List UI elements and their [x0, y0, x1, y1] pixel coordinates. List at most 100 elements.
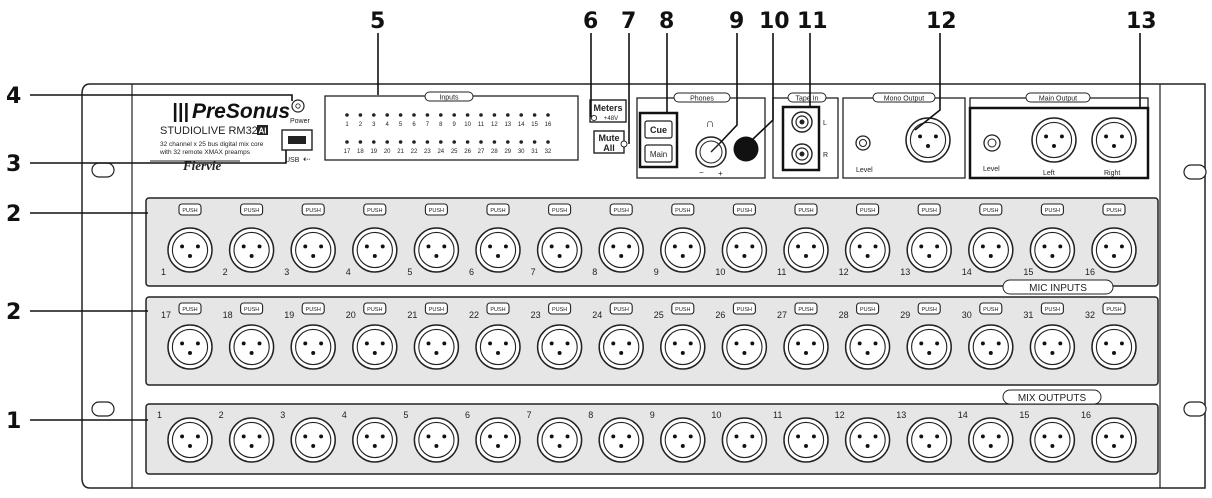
- input-led-number: 16: [545, 122, 552, 128]
- mic-input-xlr-19[interactable]: [290, 324, 336, 370]
- mic-input-xlr-15[interactable]: [1029, 227, 1076, 273]
- mic-input-xlr-4[interactable]: [352, 227, 398, 273]
- mic-input-xlr-26[interactable]: [721, 324, 768, 370]
- mic-input-xlr-9[interactable]: [660, 227, 706, 273]
- mix-output-xlr-2[interactable]: [228, 417, 275, 463]
- mic-input-number: 26: [715, 310, 725, 320]
- presonus-logo: ||| PreSonus: [172, 100, 290, 123]
- input-led-number: 9: [453, 122, 457, 128]
- main-button[interactable]: [644, 144, 673, 163]
- main-output-highlight: [968, 106, 1150, 180]
- mic-input-number: 1: [161, 267, 166, 277]
- mix-output-xlr-7[interactable]: [536, 417, 583, 463]
- mute-all-led: [620, 140, 628, 148]
- main-left-connector[interactable]: [1031, 117, 1077, 163]
- input-led-number: 14: [518, 122, 525, 128]
- mix-output-xlr-5[interactable]: [413, 417, 460, 463]
- main-output-left-xlr[interactable]: [1031, 117, 1077, 163]
- main-right-label: Right: [1104, 170, 1120, 177]
- input-led-number: 32: [545, 149, 552, 155]
- push-tab-label: PUSH: [429, 208, 444, 214]
- mic-input-xlr-13[interactable]: [906, 227, 952, 273]
- tape-in-right-rca[interactable]: [791, 143, 813, 165]
- callout-11: 11: [797, 9, 828, 34]
- mic-input-xlr-3[interactable]: [290, 227, 336, 273]
- push-tab-label: PUSH: [552, 208, 567, 214]
- mix-output-xlr-11[interactable]: [783, 417, 829, 463]
- cue-button[interactable]: [644, 120, 673, 139]
- mono-output-xlr[interactable]: [905, 117, 951, 163]
- mic-input-xlr-1[interactable]: [167, 227, 213, 273]
- push-tab-label: PUSH: [490, 208, 505, 214]
- mix-outputs-panel: [145, 403, 1159, 475]
- rack-ear-hole-left-top: [91, 162, 115, 178]
- mic-input-xlr-25[interactable]: [660, 324, 706, 370]
- mono-output-connector[interactable]: [905, 117, 951, 163]
- mix-output-xlr-13[interactable]: [906, 417, 952, 463]
- mono-level-label: Level: [856, 167, 873, 174]
- input-led: [492, 113, 497, 117]
- mic-input-xlr-22[interactable]: [475, 324, 521, 370]
- mix-output-xlr-16[interactable]: [1091, 417, 1137, 463]
- mic-input-xlr-7[interactable]: [536, 227, 583, 273]
- svg-text:−: −: [699, 168, 704, 177]
- mic-input-number: 32: [1085, 310, 1095, 320]
- meters-button[interactable]: [589, 99, 627, 123]
- mix-output-xlr-12[interactable]: [844, 417, 891, 463]
- mix-output-xlr-4[interactable]: [352, 417, 398, 463]
- mic-input-xlr-23[interactable]: [536, 324, 583, 370]
- input-led-number: 21: [397, 149, 404, 155]
- mix-output-xlr-8[interactable]: [598, 417, 644, 463]
- main-right-connector[interactable]: [1091, 117, 1137, 163]
- phones-jack[interactable]: [733, 136, 759, 162]
- push-tab-label: PUSH: [244, 208, 259, 214]
- mic-input-xlr-31[interactable]: [1029, 324, 1076, 370]
- mic-input-xlr-24[interactable]: [598, 324, 644, 370]
- mix-output-xlr-14[interactable]: [968, 417, 1014, 463]
- mix-output-xlr-9[interactable]: [660, 417, 706, 463]
- input-led-number: 10: [464, 122, 471, 128]
- mic-input-xlr-2[interactable]: [228, 227, 275, 273]
- mix-output-xlr-15[interactable]: [1029, 417, 1076, 463]
- tape-in-left-rca[interactable]: [791, 111, 813, 133]
- mic-input-xlr-20[interactable]: [352, 324, 398, 370]
- mix-output-xlr-10[interactable]: [721, 417, 768, 463]
- push-tab-label: PUSH: [1106, 307, 1121, 313]
- push-tab-label: PUSH: [306, 208, 321, 214]
- mic-input-xlr-18[interactable]: [228, 324, 275, 370]
- mix-output-number: 9: [650, 410, 655, 420]
- mic-input-xlr-14[interactable]: [968, 227, 1014, 273]
- mic-input-number: 20: [346, 310, 356, 320]
- mic-input-xlr-11[interactable]: [783, 227, 829, 273]
- mix-output-xlr-3[interactable]: [290, 417, 336, 463]
- mic-input-xlr-29[interactable]: [906, 324, 952, 370]
- push-tab-label: PUSH: [614, 307, 629, 313]
- mix-output-xlr-6[interactable]: [475, 417, 521, 463]
- rack-ear-hole-right-top: [1183, 164, 1207, 180]
- mic-input-xlr-6[interactable]: [475, 227, 521, 273]
- mic-input-number: 23: [531, 310, 541, 320]
- mic-input-number: 16: [1085, 267, 1095, 277]
- mic-input-xlr-8[interactable]: [598, 227, 644, 273]
- mic-input-xlr-32[interactable]: [1091, 324, 1137, 370]
- main-output-right-xlr[interactable]: [1091, 117, 1137, 163]
- mic-input-xlr-30[interactable]: [968, 324, 1014, 370]
- input-led: [546, 140, 550, 144]
- mic-input-xlr-17[interactable]: [167, 324, 213, 370]
- tape-in-l-label: L: [823, 120, 827, 127]
- mix-output-number: 6: [465, 410, 470, 420]
- mic-input-xlr-28[interactable]: [844, 324, 891, 370]
- mic-input-xlr-12[interactable]: [844, 227, 891, 273]
- mic-input-xlr-21[interactable]: [413, 324, 460, 370]
- push-tab-label: PUSH: [1045, 307, 1060, 313]
- mix-output-xlr-1[interactable]: [167, 417, 213, 463]
- mic-input-xlr-27[interactable]: [783, 324, 829, 370]
- callout-5: 5: [370, 9, 385, 34]
- svg-text:+: +: [718, 169, 723, 178]
- input-led-number: 6: [412, 122, 416, 128]
- input-led: [492, 140, 497, 144]
- mic-input-xlr-5[interactable]: [413, 227, 460, 273]
- mic-input-number: 13: [900, 267, 910, 277]
- mic-input-xlr-16[interactable]: [1091, 227, 1137, 273]
- mic-input-xlr-10[interactable]: [721, 227, 768, 273]
